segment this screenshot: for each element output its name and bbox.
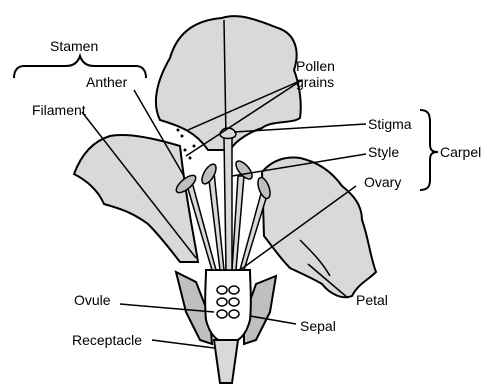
stigma bbox=[220, 128, 236, 139]
label-ovary: Ovary bbox=[364, 174, 401, 190]
label-filament: Filament bbox=[32, 102, 86, 118]
label-style: Style bbox=[368, 144, 399, 160]
label-carpel: Carpel bbox=[440, 144, 481, 160]
label-stigma: Stigma bbox=[368, 116, 412, 132]
stalk bbox=[214, 340, 238, 383]
label-pollen-grains-line1: Pollen bbox=[296, 58, 335, 74]
ovary bbox=[205, 270, 251, 344]
carpel-bracket bbox=[420, 110, 438, 190]
label-receptacle: Receptacle bbox=[72, 332, 142, 348]
petal-right bbox=[262, 158, 376, 298]
label-anther: Anther bbox=[86, 74, 127, 90]
label-pollen-grains-line2: grains bbox=[296, 74, 334, 90]
label-ovule: Ovule bbox=[74, 292, 111, 308]
label-stamen: Stamen bbox=[50, 38, 98, 54]
anthers bbox=[174, 158, 273, 200]
label-petal: Petal bbox=[356, 292, 388, 308]
style bbox=[224, 138, 232, 270]
petal-left bbox=[74, 135, 198, 262]
label-sepal: Sepal bbox=[300, 318, 336, 334]
